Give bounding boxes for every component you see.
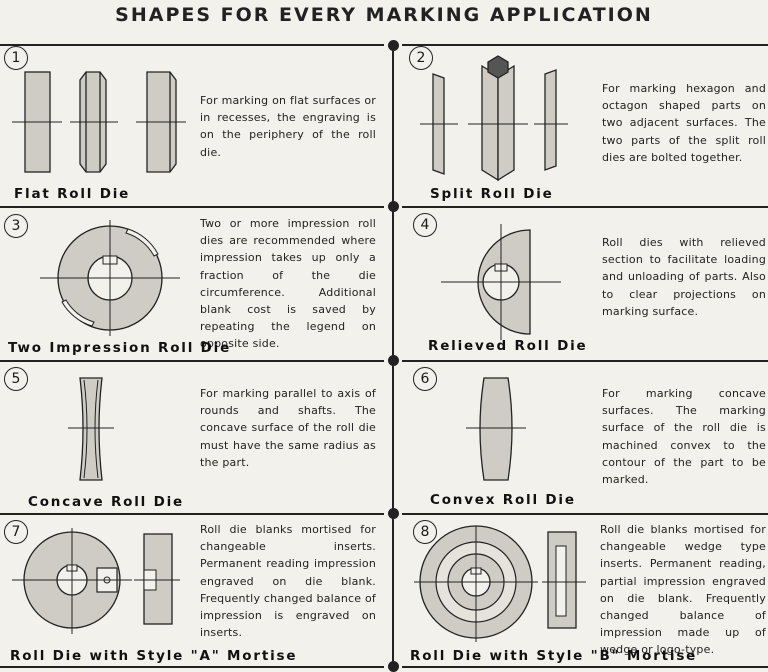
- row-divider: [0, 513, 384, 515]
- panel-number: 3: [4, 214, 28, 238]
- panel-label: Relieved Roll Die: [428, 338, 588, 354]
- panel-label: Roll Die with Style "A" Mortise: [10, 648, 298, 664]
- row-divider: [402, 206, 768, 208]
- split-roll-die-drawing: [420, 55, 568, 182]
- panel-number: 7: [4, 520, 28, 544]
- flat-roll-die-drawing: [12, 71, 186, 173]
- panel-label: Concave Roll Die: [28, 494, 184, 510]
- row-divider: [0, 360, 384, 362]
- row-divider: [0, 666, 384, 668]
- row-divider: [0, 44, 384, 46]
- panel-description: Roll die blanks mortised for changeable …: [200, 523, 376, 640]
- junction-dot: [388, 661, 399, 672]
- row-divider: [402, 666, 768, 668]
- concave-roll-die-drawing: [68, 377, 114, 481]
- row-divider: [402, 360, 768, 362]
- two-impression-roll-die-drawing: [40, 220, 180, 336]
- panel-number: 1: [4, 46, 28, 70]
- row-divider: [402, 44, 768, 46]
- junction-dot: [388, 40, 399, 51]
- panel-number: 6: [413, 367, 437, 391]
- panel-label: Split Roll Die: [430, 186, 554, 202]
- panel-description: For marking hexagon and octagon shaped p…: [602, 82, 766, 164]
- panel-description: Two or more impression roll dies are rec…: [200, 217, 376, 351]
- style-b-mortise-drawing: [414, 525, 586, 642]
- panel-label: Flat Roll Die: [14, 186, 131, 202]
- panel-description: For marking on flat surfaces or in reces…: [200, 94, 376, 159]
- panel-description: For marking parallel to axis of rounds a…: [200, 387, 376, 469]
- page-title: SHAPES FOR EVERY MARKING APPLICATION: [115, 4, 653, 26]
- junction-dot: [388, 355, 399, 366]
- relieved-roll-die-drawing: [441, 224, 561, 340]
- row-divider: [402, 513, 768, 515]
- panel-number: 8: [413, 520, 437, 544]
- panel-number: 5: [4, 367, 28, 391]
- convex-roll-die-drawing: [466, 377, 526, 481]
- panel-number: 2: [409, 46, 433, 70]
- junction-dot: [388, 201, 399, 212]
- panel-description: Roll die blanks mortised for changeable …: [600, 523, 766, 657]
- panel-number: 4: [413, 213, 437, 237]
- panel-label: Convex Roll Die: [430, 492, 576, 508]
- row-divider: [0, 206, 384, 208]
- panel-label: Two Impression Roll Die: [8, 340, 232, 356]
- panel-label: Roll Die with Style "B" Mortise: [410, 648, 698, 664]
- junction-dot: [388, 508, 399, 519]
- style-a-mortise-drawing: [12, 528, 180, 634]
- panel-description: For marking concave surfaces. The markin…: [602, 387, 766, 487]
- panel-description: Roll dies with relieved section to facil…: [602, 236, 766, 318]
